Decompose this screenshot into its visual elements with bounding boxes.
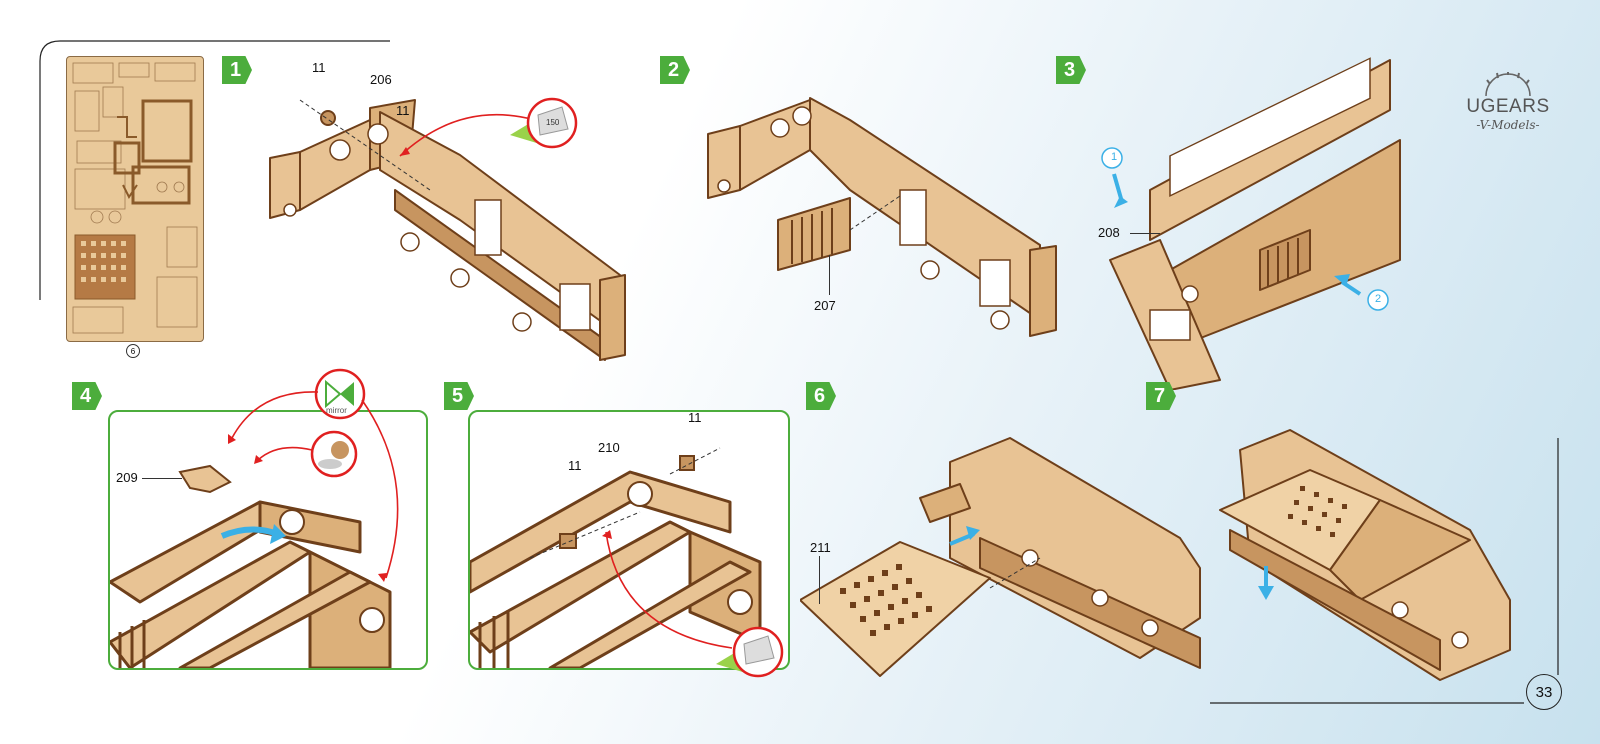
- leader-207: [829, 255, 830, 295]
- step-4-detail-panel: [108, 410, 428, 670]
- page-number: 33: [1526, 674, 1562, 710]
- ugears-logo: UGEARS -V-Models-: [1448, 72, 1568, 132]
- part-label-211: 211: [810, 540, 831, 555]
- step-4-illustration: [110, 464, 392, 668]
- part-label-11-b: 11: [396, 103, 410, 118]
- step-6-badge: 6: [806, 382, 836, 410]
- direction-marker-2: 2: [1374, 293, 1382, 305]
- step-3-illustration: [1109, 57, 1401, 390]
- leader-208: [1130, 233, 1160, 234]
- step-7-illustration: [1219, 429, 1511, 681]
- sheet-parts-drawing: [72, 62, 198, 334]
- step-3-number: 3: [1064, 58, 1076, 81]
- part-label-11-c: 11: [568, 458, 582, 473]
- step-7-number: 7: [1154, 384, 1166, 407]
- part-label-11-d: 11: [688, 410, 702, 425]
- step-5-number: 5: [452, 384, 464, 407]
- sandpaper-icon: 150: [510, 97, 578, 149]
- step-2-illustration: [707, 97, 1057, 337]
- step-4-callouts: [228, 368, 399, 582]
- leader-211: [819, 556, 820, 604]
- step-4-badge: 4: [72, 382, 102, 410]
- part-label-206: 206: [370, 72, 392, 87]
- leader-209: [142, 478, 182, 479]
- part-label-208: 208: [1098, 225, 1120, 240]
- step-6-number: 6: [814, 384, 826, 407]
- part-label-207: 207: [814, 298, 836, 313]
- direction-marker-1: 1: [1110, 151, 1118, 163]
- step-5-badge: 5: [444, 382, 474, 410]
- plywood-sheet-thumbnail: [66, 56, 204, 342]
- sandpaper-icon-step-5: [716, 626, 784, 678]
- step-5-illustration: [470, 447, 762, 668]
- brand-subtitle: -V-Models-: [1476, 118, 1540, 132]
- step-1-number: 1: [230, 58, 242, 81]
- step-6-illustration: [800, 437, 1201, 677]
- step-2-badge: 2: [660, 56, 690, 84]
- sheet-number-badge: 6: [126, 344, 140, 358]
- gear-icon: [1485, 72, 1531, 96]
- step-1-badge: 1: [222, 56, 252, 84]
- step-3-direction-arrows: [1101, 147, 1389, 311]
- part-label-209: 209: [116, 470, 138, 485]
- step-5-detail-panel: [468, 410, 790, 670]
- step-2-number: 2: [668, 58, 680, 81]
- step-4-number: 4: [80, 384, 92, 407]
- step-1-illustration: [269, 99, 626, 361]
- step-3-badge: 3: [1056, 56, 1086, 84]
- part-label-11: 11: [312, 60, 326, 75]
- sheet-number: 6: [130, 346, 136, 356]
- part-label-210: 210: [598, 440, 620, 455]
- step-7-badge: 7: [1146, 382, 1176, 410]
- mirror-label: mirror: [326, 406, 347, 415]
- sandpaper-grit-text: 150: [546, 118, 560, 127]
- brand-name: UGEARS: [1466, 96, 1550, 117]
